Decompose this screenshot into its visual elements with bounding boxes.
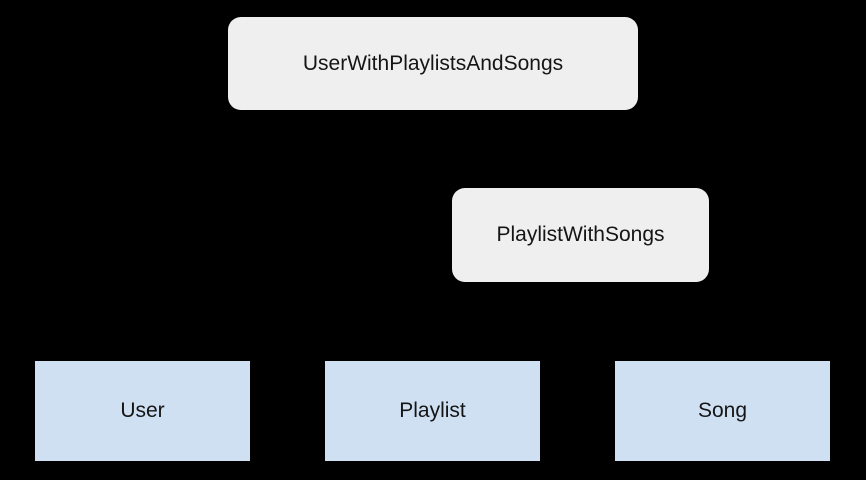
node-label-playlist-with-songs: PlaylistWithSongs <box>496 223 665 247</box>
node-playlist-with-songs[interactable]: PlaylistWithSongs <box>452 188 709 282</box>
node-user-with-playlists-and-songs[interactable]: UserWithPlaylistsAndSongs <box>228 17 638 110</box>
node-label-song: Song <box>697 399 748 423</box>
node-song[interactable]: Song <box>615 361 830 461</box>
node-label-user-with-playlists-and-songs: UserWithPlaylistsAndSongs <box>302 51 564 75</box>
edge-playlist-with-songs-to-song <box>639 282 723 361</box>
node-label-user: User <box>120 399 165 423</box>
node-user[interactable]: User <box>35 361 250 461</box>
node-label-playlist: Playlist <box>399 399 466 423</box>
edge-playlist-with-songs-to-playlist <box>431 282 521 361</box>
node-playlist[interactable]: Playlist <box>325 361 540 461</box>
edge-user-with-playlists-and-songs-to-user <box>141 110 301 361</box>
edge-user-with-playlists-and-songs-to-playlist-with-songs <box>519 110 581 188</box>
